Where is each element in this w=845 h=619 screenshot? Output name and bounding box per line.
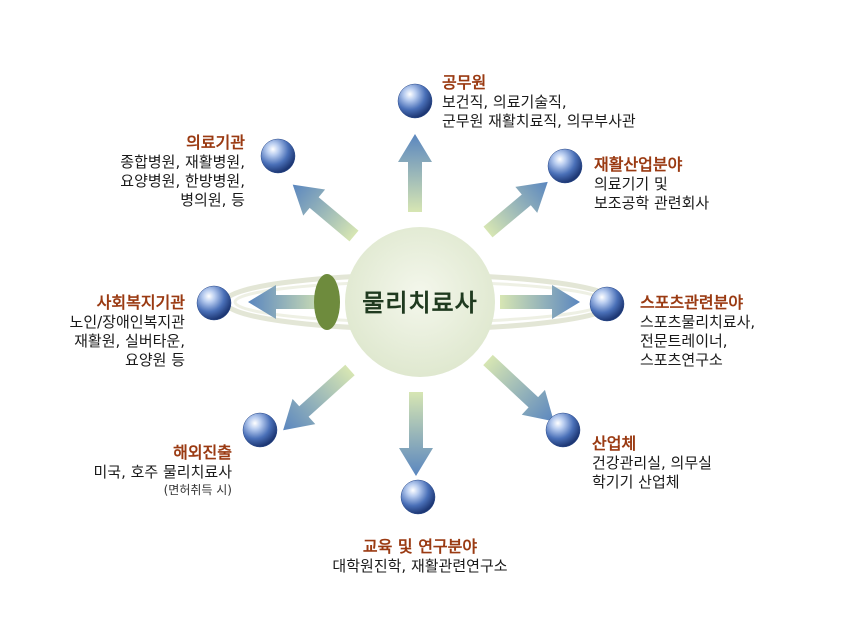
- center-label: 물리치료사: [362, 289, 478, 317]
- node-line: 스포츠물리치료사,: [640, 313, 756, 331]
- blue-sphere-icon: [196, 285, 232, 321]
- node-title: 산업체: [592, 434, 637, 453]
- node-abroad: 해외진출 미국, 호주 물리치료사 (면허취득 시): [20, 442, 232, 498]
- arrow-medical: [292, 184, 359, 242]
- node-line: 스포츠연구소: [640, 351, 723, 369]
- node-line: 대학원진학, 재활관련연구소: [332, 557, 508, 575]
- blue-sphere-icon: [260, 138, 296, 174]
- node-line: 건강관리실, 의무실: [592, 454, 712, 472]
- blue-sphere-icon: [589, 286, 625, 322]
- node-rehab: 재활산업분야 의료기기 및 보조공학 관련회사: [594, 154, 709, 213]
- node-line: 학기기 산업체: [592, 473, 680, 491]
- arrow-industry: [483, 354, 554, 422]
- node-line: 전문트레이너,: [640, 332, 728, 350]
- node-line: 재활원, 실버타운,: [74, 332, 185, 350]
- blue-sphere-icon: [242, 412, 278, 448]
- node-welfare: 사회복지기관 노인/장애인복지관 재활원, 실버타운, 요양원 등: [10, 292, 185, 370]
- node-medical: 의료기관 종합병원, 재활병원, 요양병원, 한방병원, 병의원, 등: [40, 132, 245, 210]
- node-line: 노인/장애인복지관: [69, 313, 185, 331]
- node-line: 군무원 재활치료직, 의무부사관: [442, 112, 636, 130]
- node-line: 보조공학 관련회사: [594, 194, 710, 212]
- node-title: 스포츠관련분야: [640, 293, 744, 312]
- node-title: 교육 및 연구분야: [362, 537, 478, 556]
- node-line: 병의원, 등: [180, 191, 245, 209]
- blue-sphere-icon: [547, 148, 583, 184]
- node-title: 재활산업분야: [594, 155, 683, 174]
- center-circle: [345, 227, 495, 377]
- node-line: 요양원 등: [125, 351, 185, 369]
- blue-sphere-icon: [397, 83, 433, 119]
- arrow-public: [398, 134, 432, 212]
- node-spheres: [196, 83, 625, 515]
- node-edu: 교육 및 연구분야 대학원진학, 재활관련연구소: [290, 536, 550, 576]
- node-note: (면허취득 시): [163, 483, 232, 497]
- center-left-ellipse: [314, 274, 340, 330]
- blue-sphere-icon: [400, 479, 436, 515]
- node-line: 보건직, 의료기술직,: [442, 93, 567, 111]
- blue-sphere-icon: [545, 412, 581, 448]
- node-line: 미국, 호주 물리치료사: [93, 463, 232, 481]
- node-line: 요양병원, 한방병원,: [120, 172, 245, 190]
- node-public: 공무원 보건직, 의료기술직, 군무원 재활치료직, 의무부사관: [442, 72, 636, 131]
- node-title: 의료기관: [186, 133, 245, 152]
- node-title: 해외진출: [173, 443, 232, 462]
- node-title: 사회복지기관: [96, 293, 185, 312]
- node-title: 공무원: [442, 73, 487, 92]
- arrow-welfare: [248, 285, 328, 319]
- node-line: 의료기기 및: [594, 175, 668, 193]
- node-industry: 산업체 건강관리실, 의무실 학기기 산업체: [592, 433, 712, 492]
- arrow-rehab: [483, 181, 548, 238]
- arrow-edu: [399, 392, 433, 476]
- arrow-sports: [500, 285, 580, 319]
- arrow-abroad: [283, 364, 355, 431]
- node-line: 종합병원, 재활병원,: [120, 153, 245, 171]
- node-sports: 스포츠관련분야 스포츠물리치료사, 전문트레이너, 스포츠연구소: [640, 292, 755, 370]
